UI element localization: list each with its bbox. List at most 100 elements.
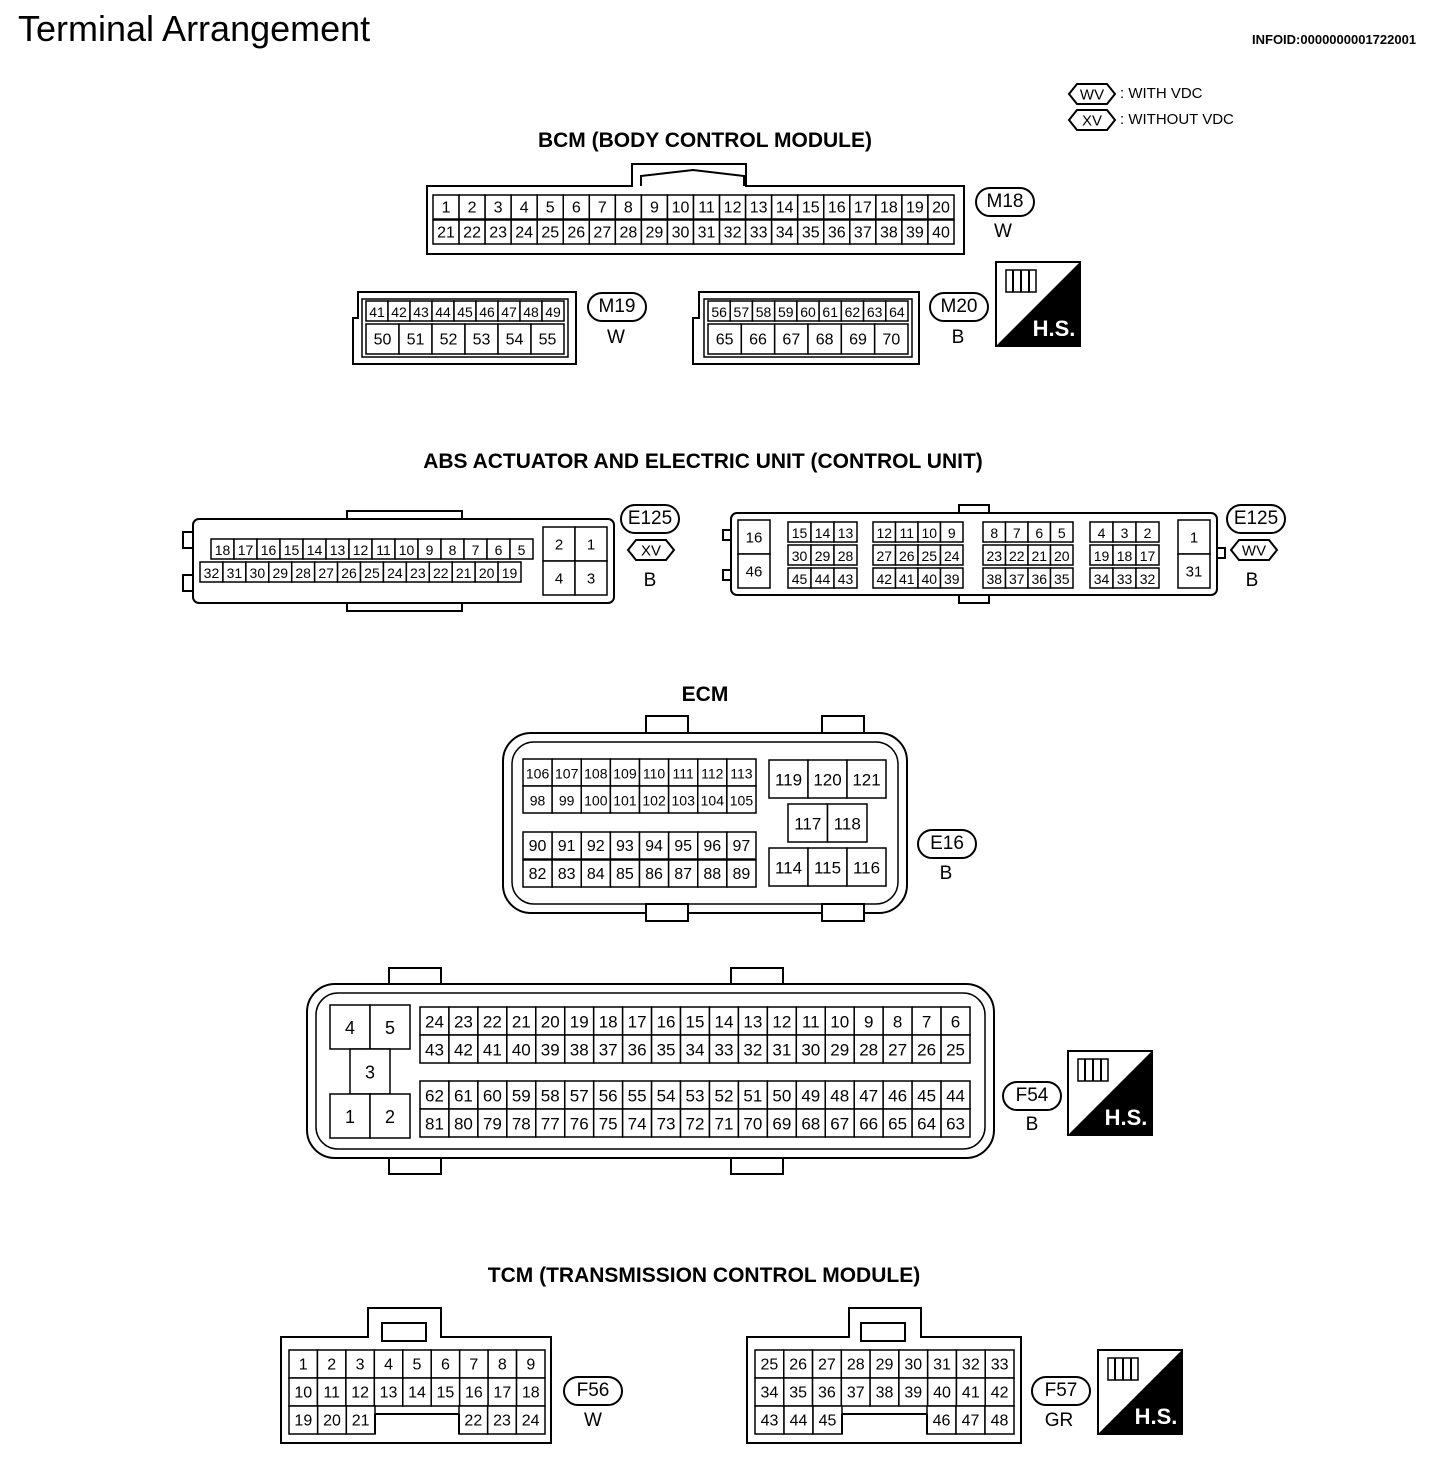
terminal-pin (926, 1405, 957, 1435)
terminal-number: 97 (733, 838, 751, 855)
terminal-number: 25 (760, 1357, 778, 1374)
terminal-pin (541, 300, 565, 322)
terminal-pin (811, 1377, 843, 1407)
terminal-number: 26 (899, 548, 915, 564)
terminal-number: 30 (250, 565, 266, 581)
terminal-number: 48 (523, 304, 539, 320)
terminal-number: 30 (904, 1357, 922, 1374)
terminal-number: 101 (613, 793, 637, 809)
terminal-pin (638, 785, 670, 814)
terminal-number: 44 (790, 1413, 808, 1430)
terminal-number: 45 (457, 304, 473, 320)
terminal-number: 60 (800, 304, 816, 320)
terminal-number: 22 (433, 565, 449, 581)
connector-tab (821, 903, 865, 922)
terminal-number: 43 (413, 304, 429, 320)
terminal-number: 18 (1117, 548, 1133, 564)
terminal-pin (796, 194, 825, 220)
terminal-pin (939, 567, 964, 589)
terminal-pin (522, 859, 553, 888)
terminal-pin (621, 1108, 653, 1138)
connector-id-e125-with-vdc: E125 (1226, 504, 1286, 534)
terminal-number: 33 (991, 1357, 1009, 1374)
terminal-number: 81 (425, 1115, 444, 1134)
terminal-number: 117 (794, 815, 821, 834)
terminal-pin (754, 1377, 785, 1407)
terminal-number: 38 (986, 571, 1002, 587)
section-title-bcm: BCM (BODY CONTROL MODULE) (537, 129, 873, 152)
terminal-pin (448, 1006, 479, 1036)
terminal-number: 62 (425, 1087, 444, 1106)
terminal-number: 66 (859, 1115, 878, 1134)
terminal-number: 73 (657, 1115, 676, 1134)
terminal-number: 14 (408, 1385, 426, 1402)
terminal-pin (369, 1004, 411, 1050)
terminal-pin (726, 859, 757, 888)
terminal-pin (911, 1034, 942, 1064)
terminal-number: 10 (921, 525, 937, 541)
terminal-number: 21 (437, 225, 455, 242)
hs-icon-fill (1098, 1350, 1182, 1434)
terminal-number: 42 (454, 1041, 473, 1060)
connector-housing-inner-f54 (315, 992, 986, 1150)
terminal-number: 35 (789, 1385, 807, 1402)
terminal-number: 13 (330, 542, 346, 558)
terminal-pin (432, 194, 460, 220)
terminal-number: 90 (529, 838, 547, 855)
terminal-pin (419, 1034, 450, 1064)
terminal-number: 4 (345, 1018, 355, 1038)
terminal-pin (849, 194, 877, 220)
terminal-number: 85 (616, 866, 634, 883)
terminal-number: 65 (888, 1115, 907, 1134)
terminal-pin (535, 1080, 566, 1110)
terminal-number: 46 (479, 304, 495, 320)
terminal-number: 47 (859, 1087, 878, 1106)
connector-id-m18: M18 (975, 187, 1035, 217)
terminal-pin (726, 785, 757, 814)
terminal-number: 5 (546, 200, 555, 217)
terminal-number: 34 (1094, 571, 1110, 587)
terminal-number: 31 (1186, 564, 1203, 581)
terminal-number: 100 (584, 793, 608, 809)
terminal-number: 39 (541, 1041, 560, 1060)
terminal-pin (536, 219, 565, 245)
terminal-pin (458, 219, 486, 245)
terminal-pin (640, 219, 669, 245)
terminal-number: 9 (426, 542, 434, 558)
terminal-number: 72 (686, 1115, 705, 1134)
connector-id-m20: M20 (929, 292, 989, 322)
terminal-pin (898, 1349, 929, 1379)
terminal-pin (770, 194, 799, 220)
connector-housing-f54 (306, 983, 995, 1159)
terminal-number: 17 (493, 1385, 511, 1402)
terminal-pin (497, 323, 532, 355)
terminal-number: 34 (686, 1041, 705, 1060)
terminal-pin (697, 758, 728, 787)
terminal-number: 44 (435, 304, 451, 320)
terminal-pin (795, 1108, 827, 1138)
terminal-number: 80 (454, 1115, 473, 1134)
terminal-number: 21 (456, 565, 472, 581)
connector-latch-f56 (381, 1322, 427, 1342)
terminal-pin (853, 1080, 884, 1110)
terminal-number: 67 (782, 332, 800, 349)
terminal-pin (609, 859, 641, 888)
terminal-number: 7 (1013, 525, 1021, 541)
terminal-number: 22 (463, 225, 481, 242)
terminal-number: 4 (520, 200, 529, 217)
terminal-number: 42 (876, 571, 892, 587)
terminal-number: 37 (599, 1041, 618, 1060)
hs-icon-label: H.S. (1033, 316, 1076, 341)
terminal-number: 32 (1140, 571, 1156, 587)
terminal-pin (885, 300, 909, 322)
terminal-number: 12 (772, 1013, 791, 1032)
terminal-number: 40 (932, 225, 950, 242)
hs-icon-fill (996, 262, 1080, 346)
connector-color-f54: B (1025, 1114, 1039, 1135)
terminal-pin (609, 831, 641, 860)
terminal-number: 38 (570, 1041, 589, 1060)
terminal-number: 13 (380, 1385, 398, 1402)
connector-housing-m18 (426, 163, 965, 255)
terminal-number: 7 (469, 1357, 478, 1374)
terminal-pin (737, 1108, 769, 1138)
